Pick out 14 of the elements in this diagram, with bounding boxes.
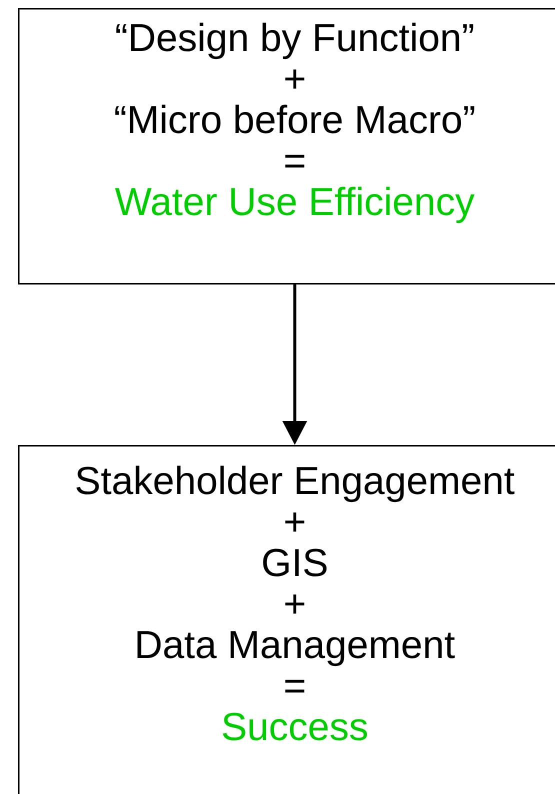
process-box [18, 8, 555, 284]
node-text: = [285, 680, 304, 692]
node-text: + [285, 70, 304, 89]
node-text: Data Management [138, 631, 455, 666]
node-text: Stakeholder Engagement [76, 466, 514, 502]
node-text: = [285, 154, 304, 168]
node-text: + [285, 512, 304, 532]
node-text: + [285, 594, 304, 614]
node-text: “Micro before Macro” [115, 104, 474, 134]
node-text: Water Use Efficiency [115, 186, 475, 224]
node-text: GIS [263, 548, 327, 576]
process-box [18, 445, 555, 794]
node-text: “Design by Function” [116, 22, 474, 60]
node-text: Success [222, 712, 368, 740]
